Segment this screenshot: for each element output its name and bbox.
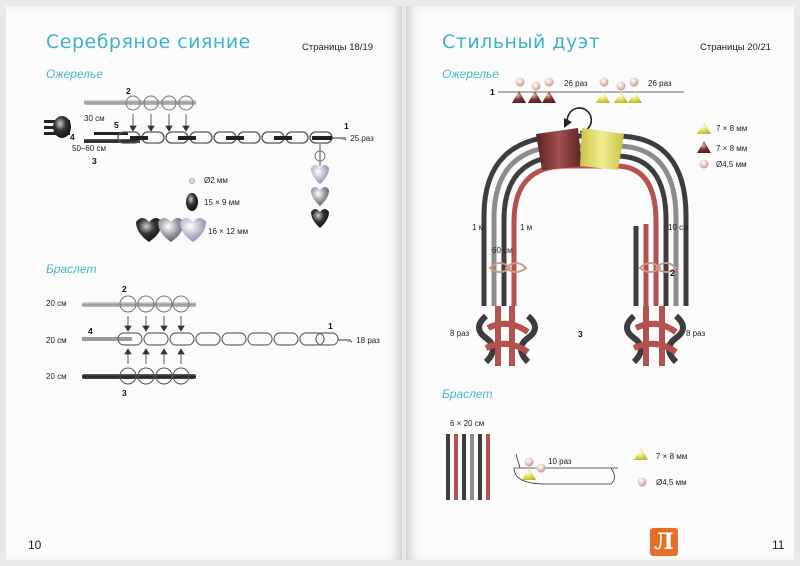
left-necklace-heading: Ожерелье — [46, 67, 103, 81]
bracelet-bottom-cord — [82, 367, 196, 385]
right-legend-icons — [697, 122, 711, 169]
bracelet-step-4: 4 — [88, 326, 93, 336]
right-bracelet-legend-pearl: Ø4,5 мм — [656, 478, 687, 487]
right-legend-pearl: Ø4,5 мм — [716, 160, 747, 169]
right-page-number: 11 — [772, 538, 785, 552]
right-bracelet-cords: 6 × 20 см — [450, 419, 485, 428]
right-legend-yellow: 7 × 8 мм — [716, 124, 748, 133]
necklace-step-3: 3 — [92, 156, 97, 166]
right-step-3: 3 — [578, 329, 583, 339]
right-diagrams — [446, 77, 711, 500]
bracelet-strand — [513, 453, 618, 485]
legend-small-bead: Ø2 мм — [204, 176, 228, 185]
necklace-length-30: 30 см — [84, 114, 105, 123]
necklace-top-cord — [84, 95, 196, 111]
necklace-step-4: 4 — [70, 132, 75, 142]
right-page: Стильный дуэт Страницы 20/21 Ожерелье Бр… — [406, 6, 794, 560]
right-bracelet-repeat: 10 раз — [548, 457, 572, 466]
right-step-1: 1 — [490, 87, 495, 97]
right-bracelet-legend-yellow: 7 × 8 мм — [656, 452, 688, 461]
bracelet-down-arrows — [124, 316, 185, 332]
publisher-logo: Л — [650, 528, 678, 556]
left-page-reference: Страницы 18/19 — [302, 42, 374, 53]
bracelet-step-3: 3 — [122, 388, 127, 398]
necklace-main-chain — [84, 131, 346, 144]
right-legend-brown: 7 × 8 мм — [716, 144, 748, 153]
right-necklace-heading: Ожерелье — [442, 67, 499, 81]
necklace-arrows — [129, 114, 190, 132]
arch-tube-beads — [536, 128, 624, 170]
right-bracelet-heading: Браслет — [442, 387, 493, 401]
left-diagrams — [44, 95, 351, 385]
legend-heart-bead: 16 × 12 мм — [208, 227, 249, 236]
bracelet-length-top: 20 см — [46, 299, 67, 308]
right-page-reference: Страницы 20/21 — [700, 42, 772, 53]
left-page-title: Серебряное сияние — [46, 31, 251, 53]
right-step-2: 2 — [670, 268, 675, 278]
right-knot-right-count: 8 раз — [686, 329, 706, 338]
necklace-step-1: 1 — [344, 121, 349, 131]
necklace-step-2: 2 — [126, 86, 131, 96]
bracelet-main-chain — [82, 332, 351, 346]
left-legend-icons — [136, 178, 206, 242]
left-page: Серебряное сияние Страницы 18/19 Ожерель… — [6, 6, 402, 560]
bracelet-step-2: 2 — [122, 284, 127, 294]
right-knot-left-count: 8 раз — [450, 329, 470, 338]
left-bracelet-heading: Браслет — [46, 262, 97, 276]
necklace-repeat-count: → 25 раз — [340, 134, 374, 143]
bracelet-length-mid: 20 см — [46, 336, 67, 345]
bracelet-top-cord — [82, 295, 196, 313]
right-page-title: Стильный дуэт — [442, 31, 601, 53]
right-repeat-2: 26 раз — [648, 79, 672, 88]
bracelet-repeat-count: → 18 раз — [346, 336, 380, 345]
necklace-length-50-60: 50–60 см — [72, 144, 106, 153]
right-length-1m-b: 1 м — [520, 223, 533, 232]
right-length-1m-a: 1 м — [472, 223, 485, 232]
macrame-knot-right — [624, 306, 686, 366]
right-necklace-top-row — [498, 77, 684, 103]
bracelet-cords — [446, 434, 490, 500]
legend-oval-bead: 15 × 9 мм — [204, 198, 240, 207]
macrame-knot-left — [476, 306, 538, 366]
bracelet-up-arrows — [124, 348, 185, 364]
necklace-step-5: 5 — [114, 120, 119, 130]
right-repeat-1: 26 раз — [564, 79, 588, 88]
right-length-60: 60 см — [492, 246, 513, 255]
bracelet-length-bottom: 20 см — [46, 372, 67, 381]
necklace-pendant — [311, 144, 329, 228]
bracelet-step-1: 1 — [328, 321, 333, 331]
right-length-10: 10 см — [668, 223, 689, 232]
left-page-number: 10 — [28, 538, 42, 552]
right-bracelet-legend-icons — [634, 448, 648, 487]
necklace-clasp-beads — [44, 116, 71, 138]
side-loops — [488, 262, 678, 273]
